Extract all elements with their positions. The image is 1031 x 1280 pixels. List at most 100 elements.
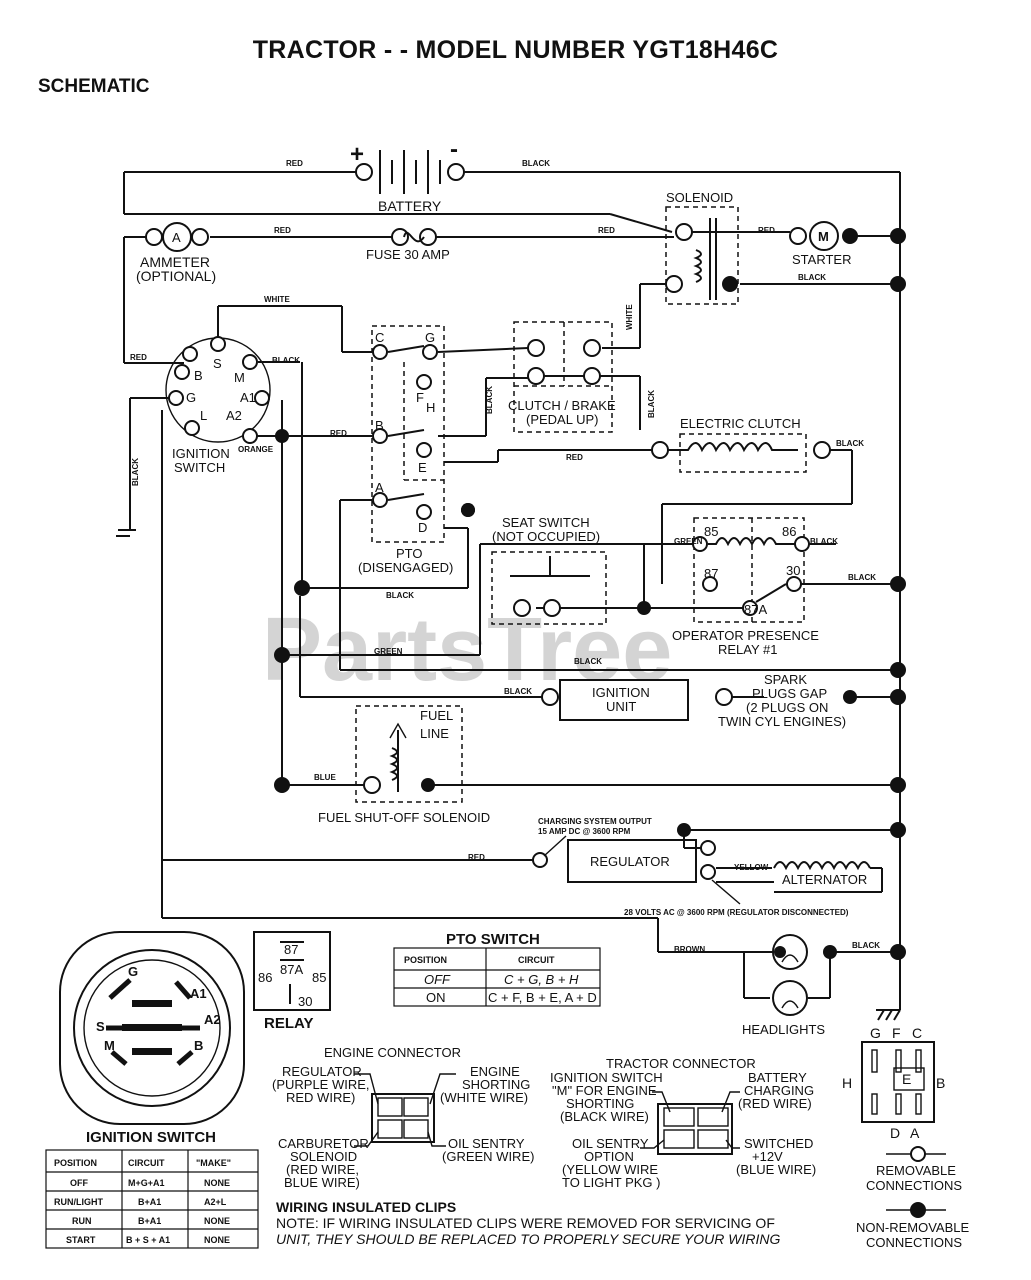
- battery-plus: +: [350, 141, 364, 168]
- clips-note: WIRING INSULATED CLIPS NOTE: IF WIRING I…: [276, 1199, 781, 1247]
- clips-note-2: UNIT, THEY SHOULD BE REPLACED TO PROPERL…: [276, 1231, 781, 1247]
- wire-brown: BROWN: [674, 945, 705, 954]
- pto-cell: C + G, B + H: [504, 972, 579, 987]
- wire-white: WHITE: [264, 295, 290, 304]
- ec-lb-3: (RED WIRE,: [286, 1162, 359, 1177]
- ign-term-a1: A1: [240, 390, 256, 405]
- headlights-label: HEADLIGHTS: [742, 1022, 825, 1037]
- tc-rb-1: SWITCHED: [744, 1136, 813, 1151]
- seat-switch: SEAT SWITCH (NOT OCCUPIED): [491, 515, 651, 625]
- pto-term-g: G: [425, 330, 435, 345]
- tc-lb-3: (YELLOW WIRE: [562, 1162, 658, 1177]
- ec-rb-2: (GREEN WIRE): [442, 1149, 534, 1164]
- wire-black: BLACK: [131, 458, 140, 486]
- relay-label-2: RELAY #1: [718, 642, 778, 657]
- pto-term-c: C: [375, 330, 384, 345]
- fuel-line-label-1: FUEL: [420, 708, 453, 723]
- solenoid-label: SOLENOID: [666, 190, 733, 205]
- tc-lb-1: OIL SENTRY: [572, 1136, 649, 1151]
- relay-term-86: 86: [782, 524, 796, 539]
- wire-labels: RED BLACK RED RED RED BLACK WHITE RED BL…: [130, 159, 880, 954]
- ign-row-start: START: [66, 1235, 96, 1245]
- wire-black: BLACK: [852, 941, 880, 950]
- spark-plugs: SPARK PLUGS GAP (2 PLUGS ON TWIN CYL ENG…: [718, 672, 857, 729]
- starter-motor: M STARTER: [789, 221, 858, 267]
- engine-connector-title: ENGINE CONNECTOR: [324, 1045, 461, 1060]
- pto-term-b: B: [375, 418, 384, 433]
- tc-lt-2: "M" FOR ENGINE: [552, 1083, 657, 1098]
- wire-red: RED: [274, 226, 291, 235]
- pto-switch-table: PTO SWITCH POSITION CIRCUIT OFF C + G, B…: [393, 931, 601, 1007]
- relay-pinout: 87 86 87A 85 30 RELAY: [253, 931, 331, 1032]
- ign-cell: A2+L: [204, 1197, 227, 1207]
- wire-black: BLACK: [848, 573, 876, 582]
- face-g: G: [128, 964, 138, 979]
- tc-lt-4: (BLACK WIRE): [560, 1109, 649, 1124]
- ammeter-label: AMMETER: [140, 254, 210, 270]
- ign-term-b: B: [194, 368, 203, 383]
- tc-lt-1: IGNITION SWITCH: [550, 1070, 663, 1085]
- relay-box-label: RELAY: [264, 1015, 313, 1032]
- ign-th-position: POSITION: [54, 1158, 97, 1168]
- wire-white: WHITE: [625, 304, 634, 330]
- operator-presence-relay: 85 86 87 30 87A OPERATOR PRESENCE RELAY …: [672, 517, 819, 657]
- wire-black: BLACK: [836, 439, 864, 448]
- ign-term-g: G: [186, 390, 196, 405]
- charging-output-1: CHARGING SYSTEM OUTPUT: [538, 817, 652, 826]
- wire-black: BLACK: [272, 356, 300, 365]
- ign-cell: B+A1: [138, 1216, 161, 1226]
- tc-lt-3: SHORTING: [566, 1096, 634, 1111]
- clips-title: WIRING INSULATED CLIPS: [276, 1199, 456, 1215]
- relay-term-85: 85: [704, 524, 718, 539]
- pto-term-h: H: [426, 400, 435, 415]
- tc-rt-3: (RED WIRE): [738, 1096, 812, 1111]
- pto-term-a: A: [375, 480, 384, 495]
- seat-switch-label-1: SEAT SWITCH: [502, 515, 590, 530]
- pto-row-off: OFF: [424, 972, 451, 987]
- legend-nonremovable-2: CONNECTIONS: [866, 1235, 962, 1250]
- ec-lb-1: CARBURETOR: [278, 1136, 369, 1151]
- pto-term-d: D: [418, 520, 427, 535]
- ec-rb-1: OIL SENTRY: [448, 1136, 525, 1151]
- ign-cell: B + S + A1: [126, 1235, 170, 1245]
- wire-green: GREEN: [374, 647, 403, 656]
- wire-black: BLACK: [574, 657, 602, 666]
- pto-label-1: PTO: [396, 546, 423, 561]
- plug-d: D: [890, 1125, 900, 1141]
- headlights: HEADLIGHTS: [742, 934, 837, 1037]
- junction-dots: [274, 228, 906, 960]
- non-removable-connection-symbol: [910, 1202, 926, 1218]
- tc-lb-4: TO LIGHT PKG ): [562, 1175, 660, 1190]
- wire-red: RED: [286, 159, 303, 168]
- ign-th-circuit: CIRCUIT: [128, 1158, 165, 1168]
- wire-red: RED: [566, 453, 583, 462]
- ign-cell: NONE: [204, 1216, 230, 1226]
- ammeter: A AMMETER (OPTIONAL): [136, 222, 216, 284]
- ignition-unit: IGNITION UNIT: [541, 679, 733, 721]
- pto-th-circuit: CIRCUIT: [518, 955, 555, 965]
- charging-output-2: 15 AMP DC @ 3600 RPM: [538, 827, 631, 836]
- ac-voltage-note: 28 VOLTS AC @ 3600 RPM (REGULATOR DISCON…: [624, 908, 849, 917]
- relay-term-87: 87: [704, 566, 718, 581]
- wire-orange: ORANGE: [238, 445, 274, 454]
- wire-black: BLACK: [485, 386, 494, 414]
- pto-term-f: F: [416, 390, 424, 405]
- tc-rt-2: CHARGING: [744, 1083, 814, 1098]
- connection-legend: REMOVABLE CONNECTIONS NON-REMOVABLE CONN…: [856, 1146, 969, 1250]
- alternator-label: ALTERNATOR: [782, 872, 867, 887]
- battery-minus: -: [450, 136, 458, 163]
- ignition-switch-face: G A1 S A2 M B: [59, 931, 245, 1125]
- starter-label: STARTER: [792, 252, 851, 267]
- clutch-brake-label-2: (PEDAL UP): [526, 412, 598, 427]
- ignition-unit-label-1: IGNITION: [592, 685, 650, 700]
- ec-rt-3: (WHITE WIRE): [440, 1090, 528, 1105]
- spark-label-4: TWIN CYL ENGINES): [718, 714, 846, 729]
- wire-black: BLACK: [798, 273, 826, 282]
- face-b: B: [194, 1038, 203, 1053]
- plug-c: C: [912, 1025, 922, 1041]
- ec-lb-2: SOLENOID: [290, 1149, 357, 1164]
- ign-cell: B+A1: [138, 1197, 161, 1207]
- tc-rb-2: +12V: [752, 1149, 783, 1164]
- spark-label-1: SPARK: [764, 672, 807, 687]
